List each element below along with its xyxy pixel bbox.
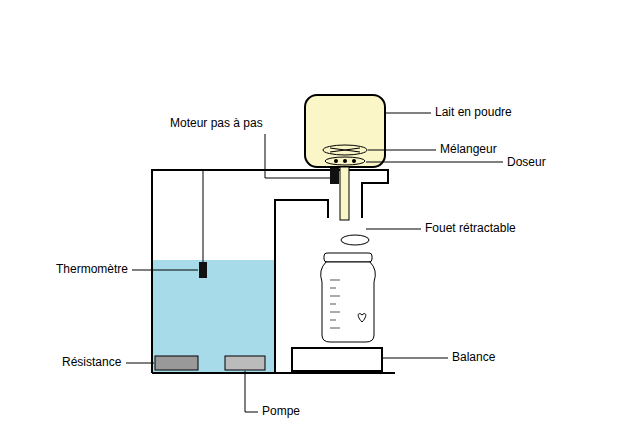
part-label: Résistance [62,355,121,370]
heart [358,314,366,322]
part-label: Moteur pas à pas [170,116,263,131]
powder-container [305,95,385,167]
stepper-motor [330,168,339,184]
whisk [341,235,369,245]
thermometer [199,262,207,278]
water [152,260,275,373]
base-line [152,372,395,374]
part-label: Lait en poudre [435,105,512,120]
bottle-scale [330,280,340,328]
part-label: Doseur [507,155,546,170]
bottle [321,262,376,342]
doser-dot [352,159,356,163]
mixer [323,145,367,155]
part-label: Mélangeur [440,142,497,157]
resistor [155,356,198,370]
doser-dot [343,159,347,163]
doser-dot [334,159,338,163]
mixer-blades [330,148,360,152]
doser [325,157,365,165]
part-label: Balance [452,350,495,365]
leader-lines [126,113,503,412]
bottle-cap [324,253,372,262]
part-label: Pompe [262,404,300,419]
powder-tube [340,167,349,220]
part-label: Fouet rétractable [425,221,516,236]
pump [225,356,265,370]
part-label: Thermomètre [56,262,128,277]
weighing-scale [292,348,382,371]
thermometer-wire [203,170,204,262]
housing [152,170,388,373]
